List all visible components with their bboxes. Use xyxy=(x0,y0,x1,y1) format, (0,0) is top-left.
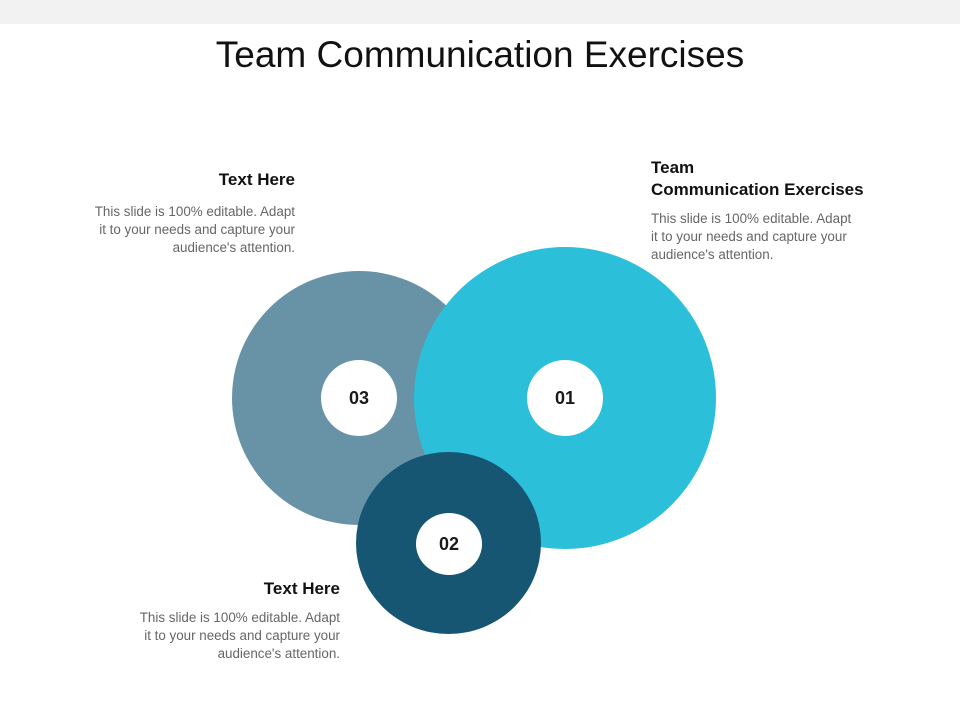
body-line: audience's attention. xyxy=(217,646,340,661)
text-block-top-left: Text Here This slide is 100% editable. A… xyxy=(60,169,295,257)
block-body: This slide is 100% editable. Adapt it to… xyxy=(651,210,911,264)
text-block-top-right: Team Communication Exercises This slide … xyxy=(651,157,911,264)
block-heading: Text Here xyxy=(263,579,340,598)
body-line: audience's attention. xyxy=(172,240,295,255)
body-line: it to your needs and capture your xyxy=(651,229,847,244)
block-body: This slide is 100% editable. Adapt it to… xyxy=(105,609,340,663)
badge-02: 02 xyxy=(416,513,482,575)
block-body: This slide is 100% editable. Adapt it to… xyxy=(60,203,295,257)
badge-03: 03 xyxy=(321,360,397,436)
body-line: This slide is 100% editable. Adapt xyxy=(139,610,340,625)
heading-line: Communication Exercises xyxy=(651,180,864,199)
body-line: it to your needs and capture your xyxy=(99,222,295,237)
body-line: audience's attention. xyxy=(651,247,774,262)
body-line: This slide is 100% editable. Adapt xyxy=(94,204,295,219)
text-block-bottom-left: Text Here This slide is 100% editable. A… xyxy=(105,578,340,663)
top-band xyxy=(0,0,960,24)
body-line: it to your needs and capture your xyxy=(144,628,340,643)
body-line: This slide is 100% editable. Adapt xyxy=(651,211,852,226)
slide-title: Team Communication Exercises xyxy=(215,34,745,75)
block-heading: Team Communication Exercises xyxy=(651,157,911,201)
block-heading: Text Here xyxy=(218,170,295,189)
heading-line: Team xyxy=(651,158,695,177)
badge-01: 01 xyxy=(527,360,603,436)
